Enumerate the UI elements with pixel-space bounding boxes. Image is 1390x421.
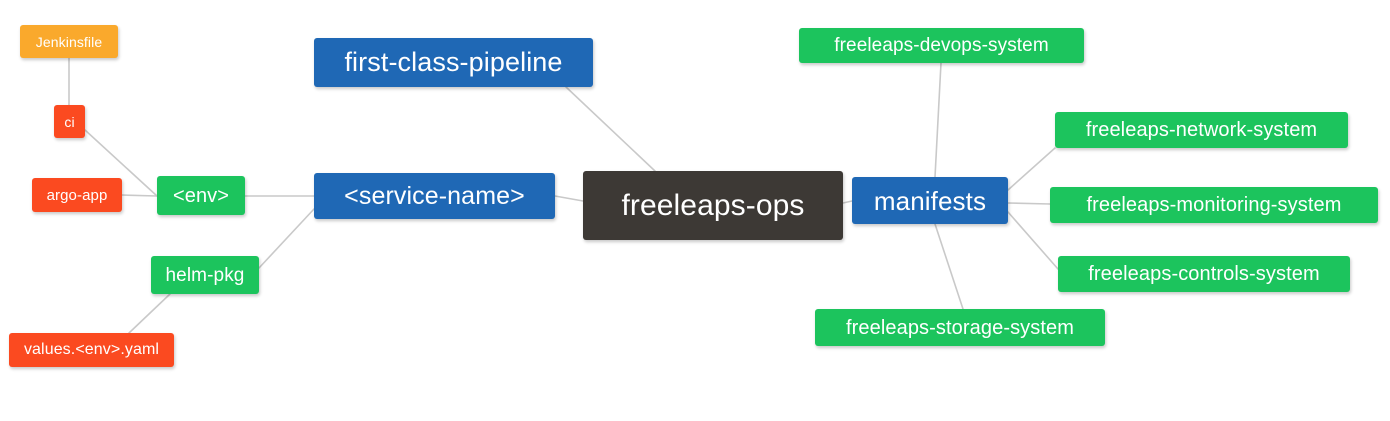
node-label: freeleaps-monitoring-system [1086, 194, 1342, 216]
mindmap-node-freeleaps-network-system[interactable]: freeleaps-network-system [1055, 112, 1348, 148]
edge-service-name-to-freeleaps-ops [554, 195, 584, 202]
edge-service-name-to-helm-pkg [258, 208, 315, 269]
edge-argo-app-to-env [121, 194, 158, 197]
mindmap-node-manifests[interactable]: manifests [852, 177, 1008, 224]
node-label: <service-name> [344, 181, 525, 210]
mindmap-node-freeleaps-storage-system[interactable]: freeleaps-storage-system [815, 309, 1105, 346]
mindmap-node-freeleaps-monitoring-system[interactable]: freeleaps-monitoring-system [1050, 187, 1378, 223]
mindmap-node-ci[interactable]: ci [54, 105, 85, 138]
node-label: freeleaps-devops-system [834, 35, 1049, 56]
mindmap-node-service-name[interactable]: <service-name> [314, 173, 555, 219]
edge-manifests-to-freeleaps-network-system [1007, 147, 1056, 191]
node-label: helm-pkg [165, 264, 245, 286]
node-label: manifests [873, 185, 987, 216]
mindmap-node-values-yaml[interactable]: values.<env>.yaml [9, 333, 174, 367]
mindmap-node-helm-pkg[interactable]: helm-pkg [151, 256, 259, 294]
edge-freeleaps-ops-to-manifests [842, 200, 853, 204]
node-label: freeleaps-network-system [1085, 119, 1318, 141]
node-label: freeleaps-storage-system [845, 316, 1075, 339]
edge-manifests-to-freeleaps-devops-system [934, 62, 942, 178]
node-label: values.<env>.yaml [23, 341, 160, 358]
edge-first-class-pipeline-to-freeleaps-ops [565, 86, 656, 172]
node-label: freeleaps-ops [621, 188, 805, 222]
mindmap-node-first-class-pipeline[interactable]: first-class-pipeline [314, 38, 593, 87]
node-label: freeleaps-controls-system [1088, 263, 1320, 285]
node-label: <env> [172, 184, 230, 207]
mindmap-node-freeleaps-controls-system[interactable]: freeleaps-controls-system [1058, 256, 1350, 292]
edge-manifests-to-freeleaps-storage-system [934, 223, 964, 310]
node-label: argo-app [46, 186, 108, 204]
edge-manifests-to-freeleaps-monitoring-system [1007, 202, 1051, 205]
mindmap-node-argo-app[interactable]: argo-app [32, 178, 122, 212]
node-label: ci [64, 113, 75, 130]
mindmap-node-env[interactable]: <env> [157, 176, 245, 215]
node-label: Jenkinsfile [35, 33, 103, 50]
mindmap-node-freeleaps-ops[interactable]: freeleaps-ops [583, 171, 843, 240]
mindmap-node-freeleaps-devops-system[interactable]: freeleaps-devops-system [799, 28, 1084, 63]
mindmap-node-jenkinsfile[interactable]: Jenkinsfile [20, 25, 118, 58]
edge-helm-pkg-to-values-yaml [128, 293, 171, 334]
node-label: first-class-pipeline [344, 47, 563, 77]
